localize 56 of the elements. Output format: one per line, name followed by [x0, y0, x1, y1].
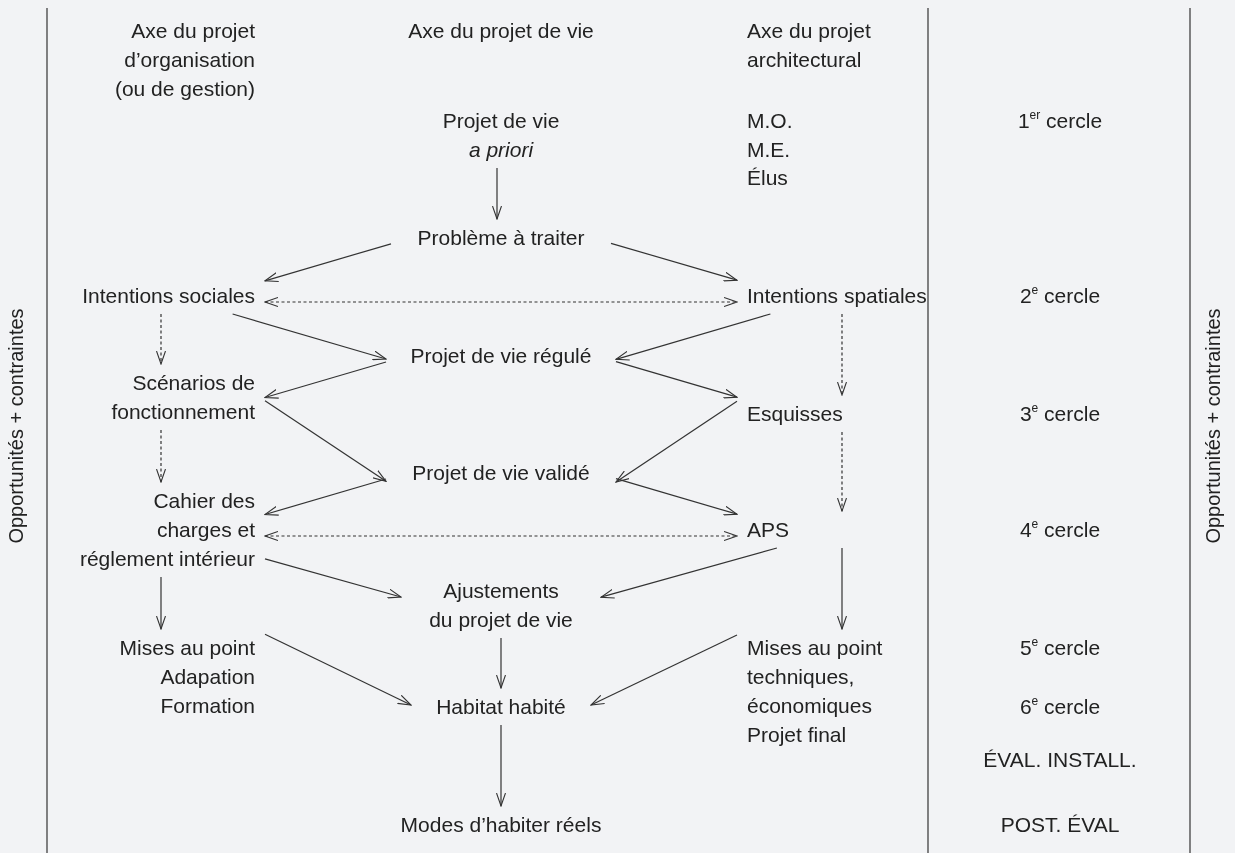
- arrow: [495, 637, 507, 689]
- stage-label: 2$^{e}$ cercle: [1018, 281, 1102, 309]
- step-text: Projet de vie validé: [386, 453, 616, 491]
- arrow: [615, 478, 738, 516]
- step-text: Mises au point techniques, économiques Projet final: [737, 628, 917, 753]
- arrow: [264, 296, 738, 308]
- step-text: Projet de vie régulé: [386, 336, 616, 374]
- step-text: Intentions sociales: [35, 276, 265, 314]
- side-label: Opportunités + contraintes: [4, 308, 28, 544]
- stage-label: 3$^{e}$ cercle: [1018, 399, 1102, 427]
- step-text: Modes d’habiter réels: [376, 805, 626, 843]
- arrow: [264, 530, 738, 542]
- stage-label: 6$^{e}$ cercle: [1018, 692, 1102, 720]
- column-heading: Axe du projet architectural: [747, 17, 872, 73]
- stage-label: 1$^{er}$ cercle: [1016, 106, 1104, 134]
- arrow: [495, 724, 507, 807]
- actor-label: Élus: [747, 164, 789, 191]
- actor-label: M.E.: [747, 136, 792, 163]
- step-text: Esquisses: [737, 394, 887, 432]
- stage-label: 5$^{e}$ cercle: [1018, 633, 1102, 661]
- arrow: [600, 547, 778, 599]
- column-heading: Axe du projet de vie: [407, 17, 595, 44]
- arrow: [836, 547, 848, 630]
- arrow: [615, 313, 771, 361]
- step-text: Mises au point Adapation Formation: [65, 628, 265, 724]
- arrow: [615, 400, 738, 483]
- arrow: [836, 313, 848, 396]
- step-text: Problème à traiter: [391, 218, 611, 256]
- step-text: APS: [737, 510, 887, 548]
- side-label: Opportunités + contraintes: [1201, 308, 1225, 544]
- arrow: [155, 313, 167, 365]
- arrow: [155, 429, 167, 483]
- arrow: [264, 478, 387, 516]
- arrow: [264, 361, 387, 399]
- arrow: [615, 361, 738, 399]
- step-text: Scénarios de fonctionnement: [65, 363, 265, 430]
- arrow: [264, 558, 402, 599]
- arrow: [610, 242, 738, 282]
- actor-label: M.O.: [747, 107, 794, 134]
- arrow: [232, 313, 387, 361]
- arrow: [836, 431, 848, 512]
- arrow: [264, 400, 387, 482]
- stage-label: 4$^{e}$ cercle: [1018, 515, 1102, 543]
- step-text: Habitat habité: [411, 687, 591, 725]
- arrow: [155, 576, 167, 630]
- arrow: [590, 634, 738, 706]
- stage-label: POST. ÉVAL: [999, 811, 1121, 838]
- stage-label: ÉVAL. INSTALL.: [982, 747, 1138, 773]
- column-heading: Axe du projet d’organisation (ou de gestion): [113, 17, 255, 102]
- arrow: [491, 167, 503, 220]
- arrow: [264, 633, 412, 706]
- step-text: Intentions spatiales: [737, 276, 947, 314]
- step-text: Cahier des charges et réglement intérieur: [35, 481, 265, 577]
- step-text: Projet de vie a priori: [416, 101, 586, 168]
- arrow: [264, 243, 392, 282]
- step-text: Ajustements du projet de vie: [401, 571, 601, 638]
